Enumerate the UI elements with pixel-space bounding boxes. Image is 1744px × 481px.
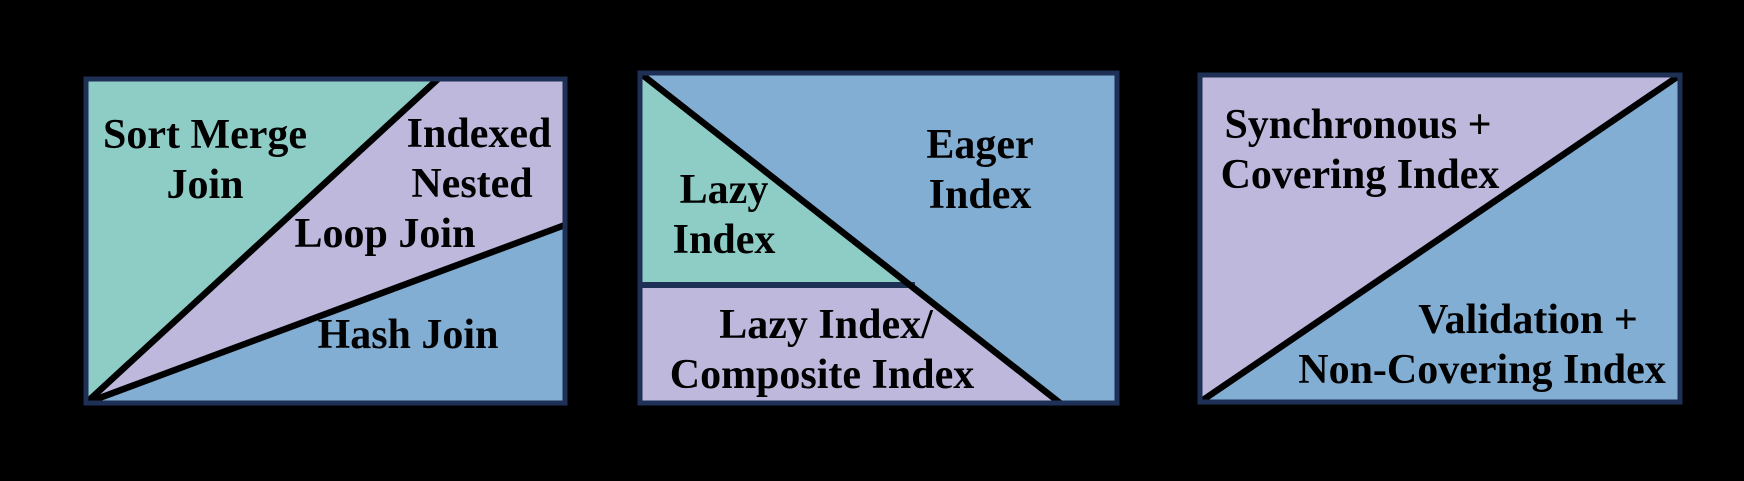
panel-border [637,70,1120,406]
region-label: Validation + [1418,297,1638,343]
region-label: Composite Index [670,352,975,398]
divider-line [83,76,441,406]
panel-covering-strategies: Synchronous + Covering Index Validation … [1197,72,1683,405]
region-indexed-nested-loop-join [86,79,565,403]
region-lazy-index-composite-index [640,285,1060,403]
region-label: Join [166,162,243,208]
region-label: Non-Covering Index [1298,347,1666,393]
divider-line [1198,72,1682,405]
panel-border [83,76,568,406]
region-label: Nested [411,161,532,207]
region-label: Index [929,172,1032,218]
divider-line [84,221,567,407]
divider-line [637,70,1063,406]
region-eager-index [640,73,1117,403]
region-label: Indexed [407,111,552,157]
region-label: Eager [926,122,1033,168]
panel-border [1197,72,1683,405]
region-label: Index [673,217,776,263]
region-label: Sort Merge [103,112,307,158]
region-label: Lazy [680,167,769,213]
region-label: Lazy Index/ [719,302,934,348]
region-label: Covering Index [1221,152,1500,198]
panel-index-strategies: Lazy Index Eager Index Lazy Index/ Compo… [637,70,1120,406]
region-label: Synchronous + [1224,102,1491,148]
region-label: Loop Join [295,211,476,257]
panel-join-algorithms: Sort Merge Join Indexed Nested Loop Join… [83,76,568,407]
region-label: Hash Join [318,312,499,358]
